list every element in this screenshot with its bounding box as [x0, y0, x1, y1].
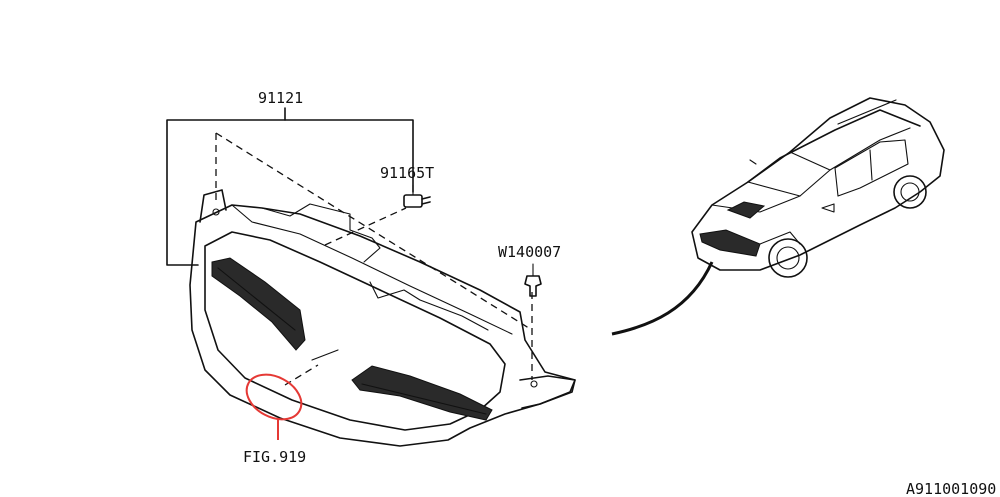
- label-assembly: 91121: [258, 89, 303, 107]
- label-diagram-code: A911001090: [906, 480, 996, 497]
- dashed-guides: [215, 132, 533, 386]
- car-illustration: [611, 97, 945, 336]
- label-screw: W140007: [498, 243, 561, 261]
- emblem-highlight: [245, 373, 303, 440]
- label-clip: 91165T: [380, 164, 434, 182]
- front-grille: [189, 189, 576, 447]
- label-figure-ref: FIG.919: [243, 448, 306, 466]
- screw-part: [524, 263, 542, 297]
- assembly-bracket: [166, 107, 414, 266]
- clip-part: [403, 184, 431, 208]
